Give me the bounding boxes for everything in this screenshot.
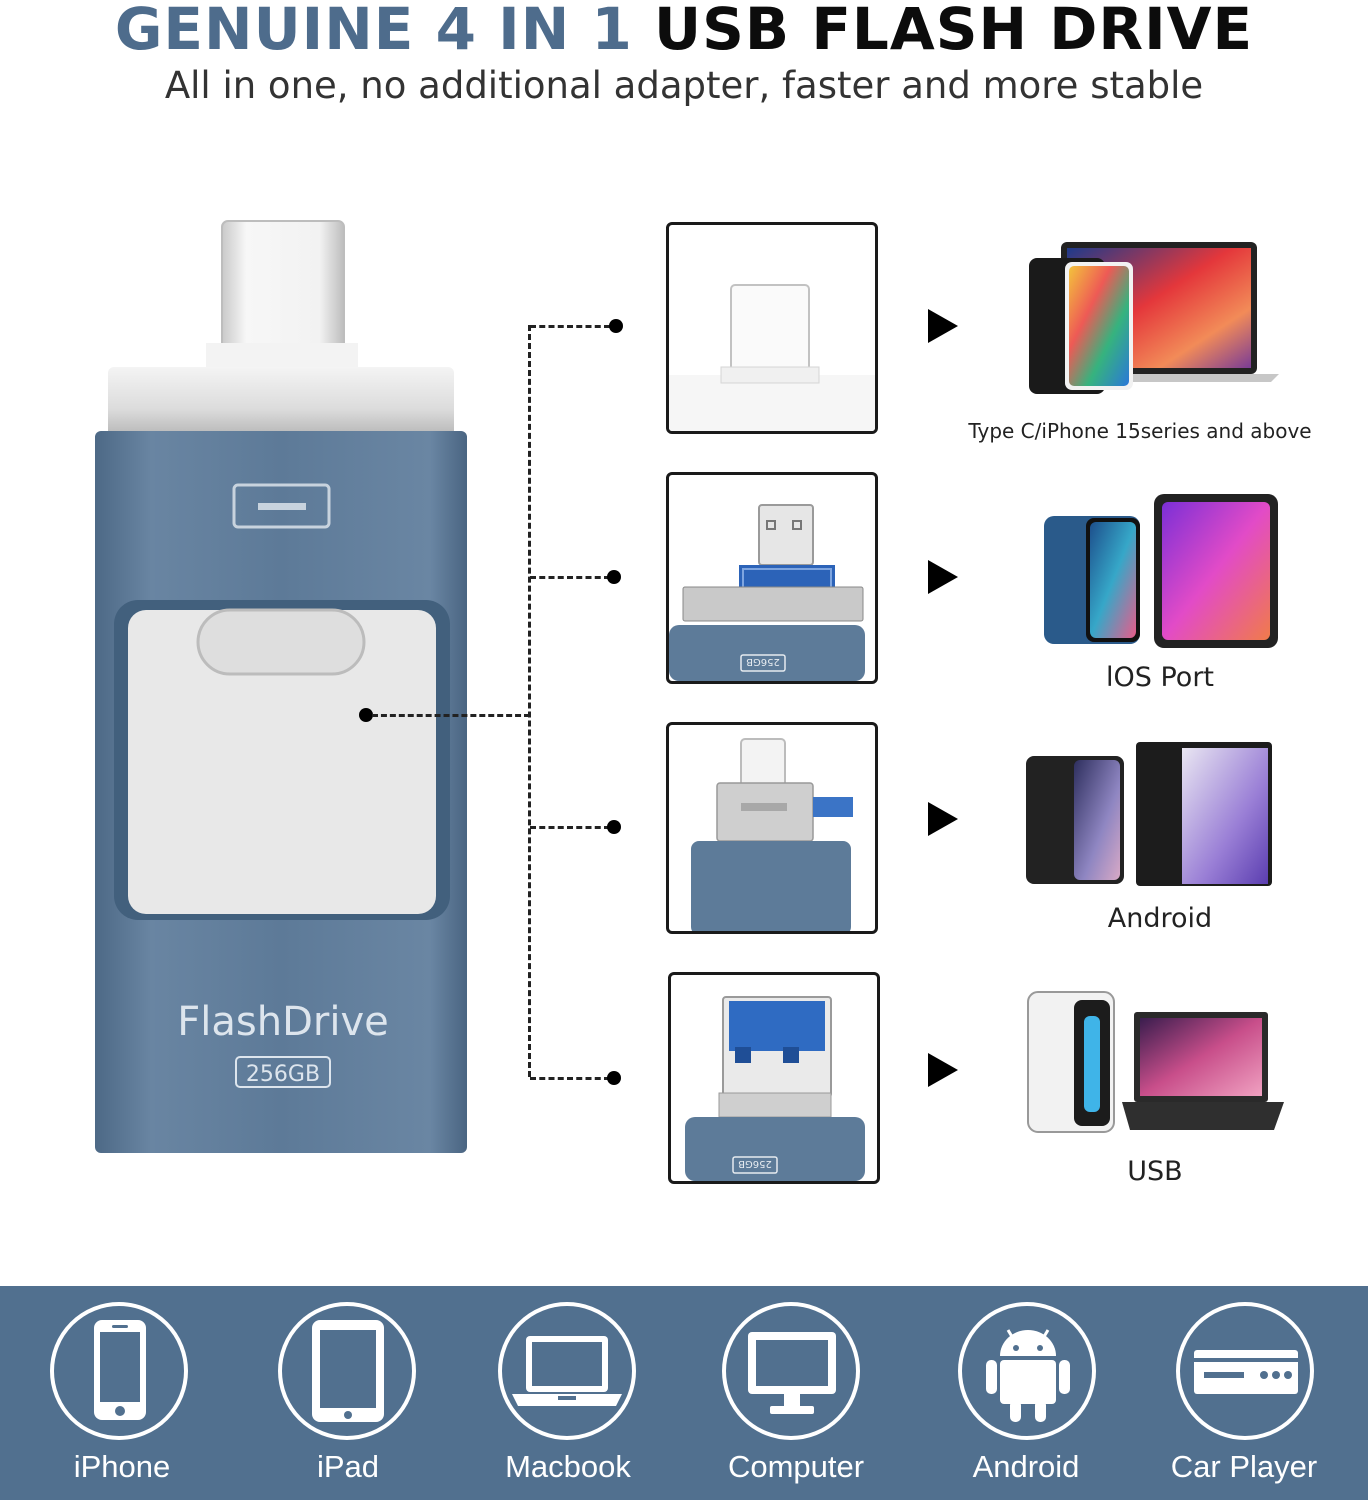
drive-brand-text: FlashDrive xyxy=(177,999,388,1045)
device-image-iphone-ipad xyxy=(1040,492,1280,652)
port-label-1: Type C/iPhone 15series and above xyxy=(968,419,1312,443)
connector-line-drive xyxy=(372,714,530,717)
compat-item-ipad xyxy=(278,1302,418,1440)
compat-label-ipad: iPad xyxy=(316,1449,380,1484)
page-subtitle: All in one, no additional adapter, faste… xyxy=(164,64,1204,107)
compat-item-computer xyxy=(722,1302,862,1440)
port-capacity-mark-2: 256GB xyxy=(746,656,780,667)
connector-dot-2 xyxy=(607,570,621,584)
lightning-connector-icon: 256GB xyxy=(669,504,865,681)
connector-line-1 xyxy=(530,325,610,328)
page-title: GENUINE 4 IN 1 USB FLASH DRIVE xyxy=(0,0,1368,64)
compat-label-macbook: Macbook xyxy=(505,1449,631,1484)
ipad-icon xyxy=(278,1302,416,1440)
compat-item-macbook xyxy=(498,1302,638,1440)
device-image-phone-laptop xyxy=(1025,240,1285,400)
port-box-usb-a: 256GB xyxy=(668,972,880,1184)
compat-item-iphone xyxy=(50,1302,190,1440)
port-label-2: lOS Port xyxy=(1106,662,1214,693)
arrow-icon-3 xyxy=(928,802,958,836)
connector-line-2 xyxy=(530,576,610,579)
monitor-icon xyxy=(722,1302,860,1440)
connector-dot-drive xyxy=(359,708,373,722)
compat-label-iphone: iPhone xyxy=(73,1449,171,1484)
compat-item-car-player xyxy=(1176,1302,1316,1440)
android-icon xyxy=(958,1302,1096,1440)
port-box-usb-c xyxy=(666,222,878,434)
arrow-icon-1 xyxy=(928,309,958,343)
flash-drive-image: FlashDrive 256GB xyxy=(90,215,480,1160)
laptop-icon xyxy=(498,1302,636,1440)
usb-a-connector-icon: 256GB xyxy=(685,996,865,1181)
port-capacity-mark-4: 256GB xyxy=(738,1158,772,1169)
car-player-icon xyxy=(1176,1302,1314,1440)
compatibility-band: iPhone iPad Macbook Computer Android Car… xyxy=(0,1286,1368,1500)
compat-label-car-player: Car Player xyxy=(1170,1449,1318,1484)
compat-label-android: Android xyxy=(972,1449,1080,1484)
connector-dot-1 xyxy=(609,319,623,333)
arrow-icon-4 xyxy=(928,1053,958,1087)
connector-line-4 xyxy=(530,1077,610,1080)
compat-item-android xyxy=(958,1302,1098,1440)
compat-label-computer: Computer xyxy=(727,1449,865,1484)
drive-capacity-text: 256GB xyxy=(246,1062,320,1087)
title-accent: GENUINE 4 IN 1 xyxy=(114,0,633,63)
title-main: USB FLASH DRIVE xyxy=(654,0,1254,63)
iphone-icon xyxy=(50,1302,188,1440)
port-label-4: USB xyxy=(1127,1156,1183,1187)
port-label-3: Android xyxy=(1107,903,1213,934)
arrow-icon-2 xyxy=(928,560,958,594)
port-box-micro-usb xyxy=(666,722,878,934)
connector-line-3 xyxy=(530,826,610,829)
usb-c-connector-icon xyxy=(669,284,875,431)
connector-dot-4 xyxy=(607,1071,621,1085)
device-image-android xyxy=(1022,740,1274,890)
device-image-pc-laptop xyxy=(1022,988,1288,1138)
micro-usb-connector-icon xyxy=(691,738,853,931)
port-box-lightning: 256GB xyxy=(666,472,878,684)
connector-trunk xyxy=(528,325,531,1077)
connector-dot-3 xyxy=(607,820,621,834)
